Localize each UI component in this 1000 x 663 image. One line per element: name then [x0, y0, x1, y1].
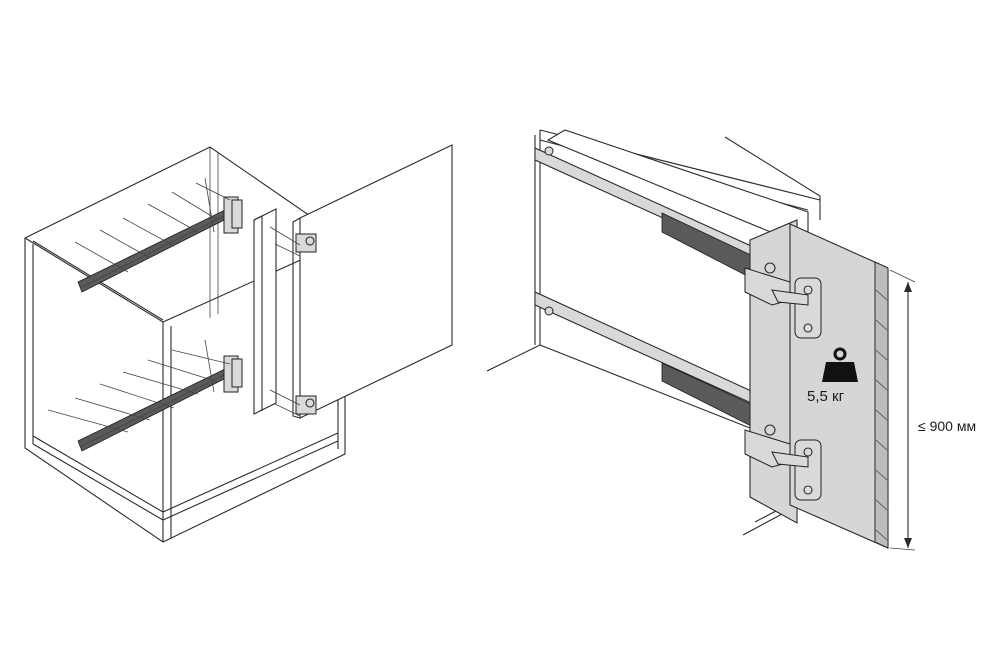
- detail-lower-hinge: [744, 424, 822, 501]
- detail-view: [486, 129, 916, 551]
- mounting-plate: [253, 208, 277, 415]
- upper-pullout-rail: [77, 196, 243, 293]
- lower-screw-lines: [47, 339, 301, 433]
- upper-hinge-left: [295, 233, 317, 253]
- detail-lower-rail: [534, 291, 761, 429]
- cabinet-box: [24, 146, 346, 543]
- cabinet-isometric-view: [24, 144, 453, 543]
- front-door-panel: [292, 144, 453, 419]
- weight-label: 5,5 кг: [807, 388, 845, 405]
- lower-hinge-left: [295, 395, 317, 415]
- height-dimension-line: [889, 269, 916, 551]
- top-shelf-board: [546, 129, 809, 241]
- weight-icon: [822, 347, 858, 382]
- lower-pullout-rail: [77, 355, 243, 452]
- upper-screw-lines: [74, 177, 301, 273]
- detail-upper-hinge: [744, 262, 822, 339]
- height-label: ≤ 900 мм: [918, 418, 977, 434]
